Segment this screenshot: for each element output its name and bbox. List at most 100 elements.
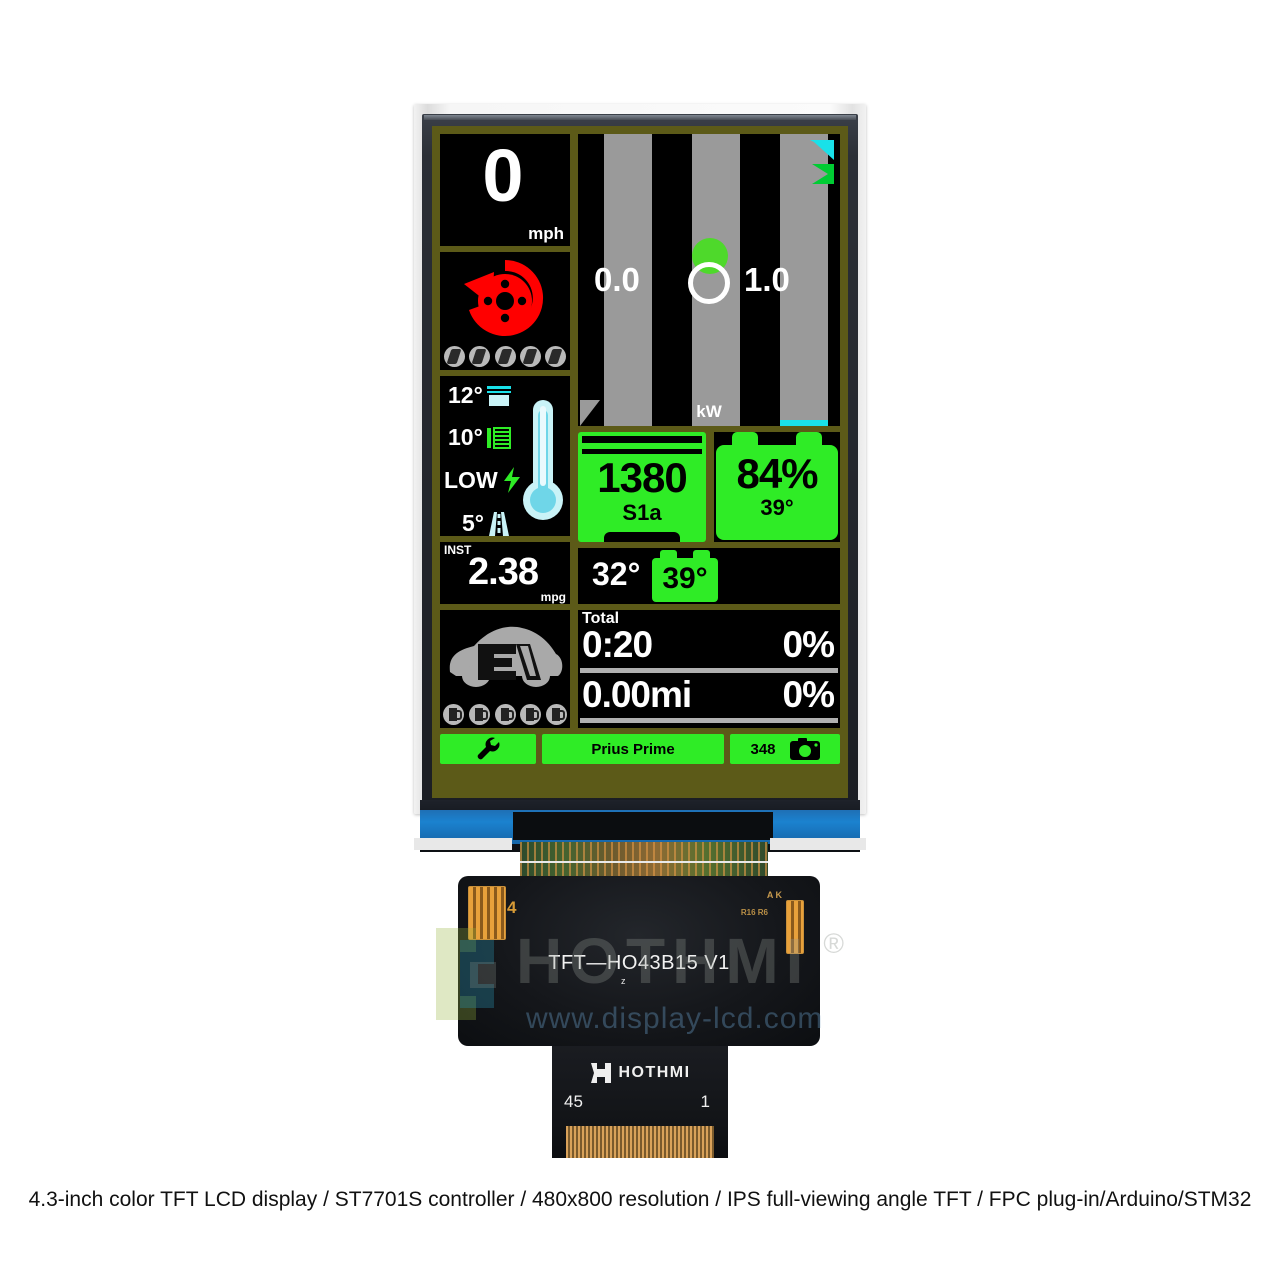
fuel-pump-icon xyxy=(443,703,464,725)
watermark-registered: ® xyxy=(823,928,844,959)
fuel-pump-icon xyxy=(468,703,490,725)
settings-button[interactable] xyxy=(440,734,536,764)
engine-rpm-widget[interactable]: 1380 S1a xyxy=(578,432,706,542)
brake-disc-warning-icon xyxy=(464,259,544,336)
camera-icon xyxy=(789,738,820,760)
battery-terminal-left xyxy=(732,432,758,446)
total-time-percent: 0% xyxy=(782,624,835,665)
temp-row-cabin: 12° xyxy=(448,382,512,409)
temp-cabin-value: 12° xyxy=(448,382,483,408)
board-part-number: TFT—HO43B15 V1 xyxy=(548,952,730,974)
fpc-driver-ic-strip xyxy=(513,812,773,840)
battery-temp-badge: 39° xyxy=(652,550,718,602)
vehicle-model-button[interactable]: Prius Prime xyxy=(542,734,724,764)
power-left-value: 0.0 xyxy=(594,261,640,298)
screenshot-button[interactable]: 348 xyxy=(730,734,840,764)
total-distance-progress xyxy=(580,718,838,723)
fpc-board: 4 A K R16 R6 TFT—HO43B15 V1 z xyxy=(458,876,820,1046)
brake-pad-indicators xyxy=(444,344,566,368)
power-right-value: 1.0 xyxy=(744,261,790,298)
screenshot-count: 348 xyxy=(750,740,776,758)
rpm-value: 1380 xyxy=(597,454,687,501)
module-shelf-left xyxy=(414,838,512,850)
temp-row-road: 5° xyxy=(462,510,511,537)
brake-pad-icon xyxy=(469,345,491,367)
instant-mpg-value: 2.38 xyxy=(468,551,539,593)
rpm-bar-top xyxy=(582,436,702,443)
ev-mode-widget[interactable] xyxy=(440,610,570,728)
lcd-screen: 0 mph xyxy=(432,126,848,798)
fuel-pump-icon xyxy=(494,703,516,725)
road-temp-icon xyxy=(489,511,509,536)
power-bar-1 xyxy=(604,134,652,426)
vehicle-model-label: Prius Prime xyxy=(591,740,675,758)
silkscreen-mark-ak: A K xyxy=(766,890,782,900)
battery-badge-terminal-right xyxy=(693,550,710,559)
temperatures-widget[interactable]: 12° 10° xyxy=(440,376,570,536)
silkscreen-mark-4: 4 xyxy=(507,898,517,917)
brake-pad-icon xyxy=(444,345,465,367)
total-row-time: 0:20 0% xyxy=(578,624,840,668)
speed-unit: mph xyxy=(528,224,564,243)
solder-pads-right xyxy=(786,900,804,954)
fuel-pump-icon xyxy=(546,703,567,725)
battery-body: 84% 39° xyxy=(716,445,838,540)
brake-widget[interactable] xyxy=(440,252,570,370)
connector-gold-fingers xyxy=(566,1126,714,1158)
brake-pad-icon xyxy=(494,345,516,367)
thermometer-icon xyxy=(523,400,563,520)
rpm-sub-label: S1a xyxy=(622,500,662,525)
pin-number-1: 1 xyxy=(700,1092,710,1111)
silkscreen-mark-resistors: R16 R6 xyxy=(740,908,768,917)
lcd-module: 0 mph xyxy=(414,104,866,814)
speed-widget[interactable]: 0 mph xyxy=(440,134,570,246)
module-shelf-right xyxy=(770,838,866,850)
temp-charge-value: LOW xyxy=(444,466,498,493)
brake-pad-icon xyxy=(519,345,541,367)
total-label: Total xyxy=(582,610,620,627)
power-gauge-widget[interactable]: 0.0 1.0 kW xyxy=(578,134,840,426)
outside-temp-value: 32° xyxy=(592,556,641,592)
lightning-bolt-icon xyxy=(503,467,520,493)
fuel-pump-icon xyxy=(520,703,542,725)
pin-number-45: 45 xyxy=(564,1092,583,1111)
rpm-notch xyxy=(604,532,680,542)
instant-mpg-widget[interactable]: INST 2.38 mpg xyxy=(440,542,570,604)
brake-pad-icon xyxy=(545,345,566,367)
bottom-button-bar: Prius Prime 348 xyxy=(440,734,840,764)
temp-row-charge: LOW xyxy=(444,466,523,494)
battery-widget[interactable]: 84% 39° xyxy=(714,432,840,542)
power-low-marker-icon xyxy=(580,400,600,426)
battery-percent: 84% xyxy=(736,450,818,497)
fpc-fold-line xyxy=(520,861,768,863)
total-time-progress xyxy=(580,668,838,673)
power-charge-bar xyxy=(780,420,828,426)
total-time-value: 0:20 xyxy=(582,624,653,665)
hothmi-logo-icon xyxy=(591,1063,612,1083)
total-distance-value: 0.00mi xyxy=(582,674,692,715)
total-row-distance: 0.00mi 0% xyxy=(578,674,840,718)
battery-badge-body: 39° xyxy=(652,558,718,602)
shift-arrows-icon xyxy=(810,140,834,184)
fpc-connector-tab: HOTHMI 45 1 xyxy=(552,1046,728,1158)
board-part-number-sub: z xyxy=(621,976,626,986)
lcd-bezel-highlight xyxy=(424,115,856,120)
temp-row-radiator: 10° xyxy=(448,424,512,451)
wrench-icon xyxy=(477,737,500,760)
instant-mpg-unit: mpg xyxy=(540,590,566,604)
radiator-temp-icon xyxy=(486,426,511,449)
battery-temp: 39° xyxy=(760,495,794,520)
temperature-row-widget[interactable]: 32° 39° xyxy=(578,548,840,604)
product-caption: 4.3-inch color TFT LCD display / ST7701S… xyxy=(28,1188,1252,1211)
total-distance-percent: 0% xyxy=(782,674,835,715)
battery-badge-value: 39° xyxy=(662,562,708,595)
instant-mpg-label: INST xyxy=(444,543,472,557)
solder-pads-left xyxy=(468,886,506,940)
total-trip-widget[interactable]: Total 0:20 0% 0.00mi 0% xyxy=(578,610,840,728)
power-unit: kW xyxy=(696,402,722,421)
power-needle-ring xyxy=(688,262,730,304)
battery-badge-terminal-left xyxy=(660,550,677,559)
temp-road-value: 5° xyxy=(462,510,484,536)
brand-name: HOTHMI xyxy=(618,1064,691,1081)
